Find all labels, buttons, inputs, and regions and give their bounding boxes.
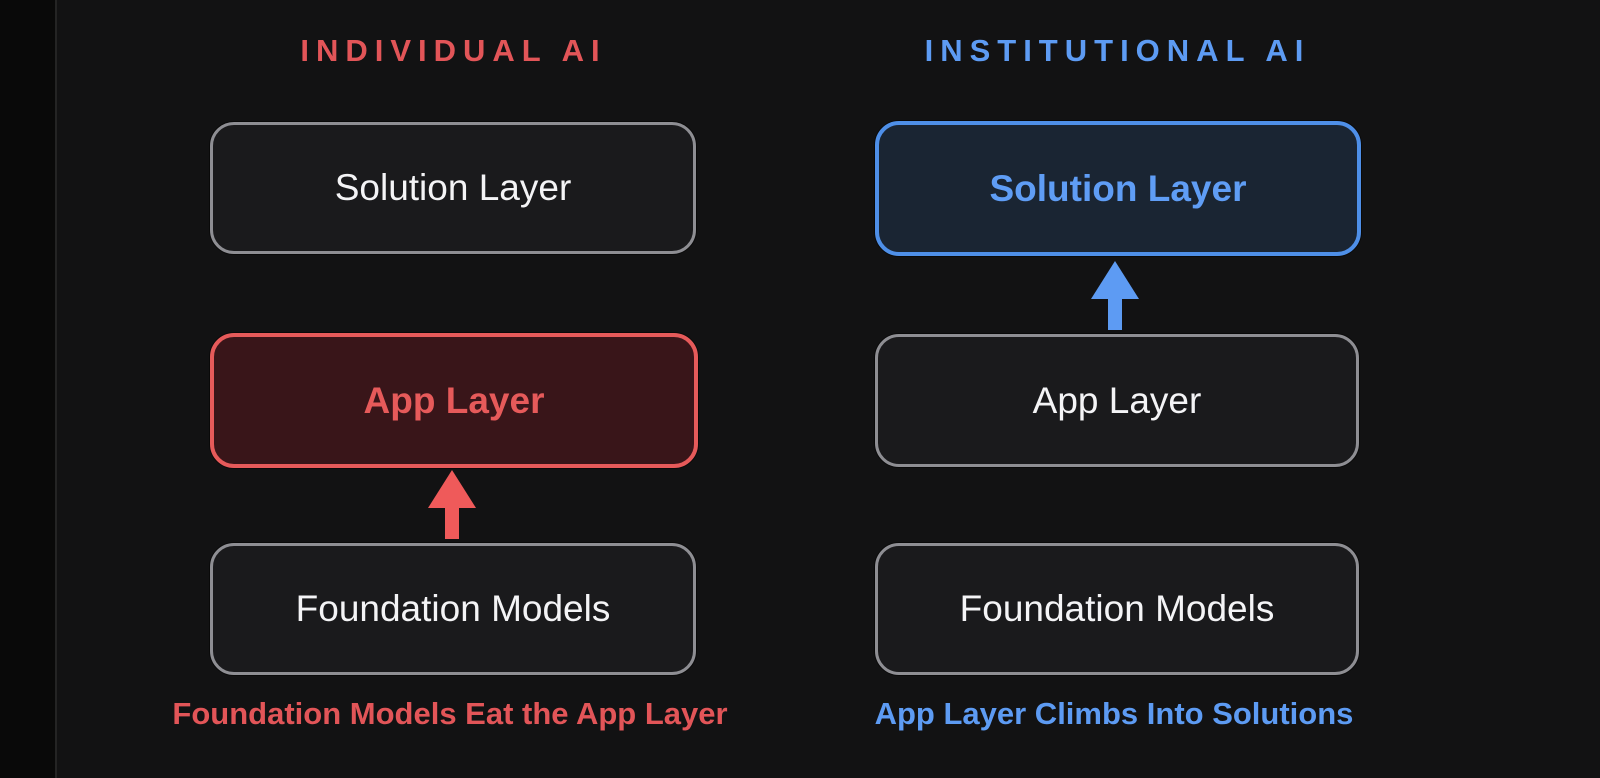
individual-solution-layer-box: Solution Layer bbox=[210, 122, 696, 254]
arrow-head bbox=[428, 470, 476, 508]
institutional-app-layer-box: App Layer bbox=[875, 334, 1359, 467]
institutional-ai-heading: INSTITUTIONAL AI bbox=[924, 33, 1311, 68]
left-edge-strip bbox=[0, 0, 57, 778]
arrow-stem bbox=[1108, 299, 1122, 330]
institutional-foundation-models-box: Foundation Models bbox=[875, 543, 1359, 675]
individual-app-layer-box: App Layer bbox=[210, 333, 698, 468]
individual-ai-heading: INDIVIDUAL AI bbox=[300, 33, 607, 68]
institutional-solution-layer-box: Solution Layer bbox=[875, 121, 1361, 256]
individual-foundation-models-box: Foundation Models bbox=[210, 543, 696, 675]
arrow-stem bbox=[445, 508, 459, 539]
arrow-head bbox=[1091, 261, 1139, 299]
individual-caption: Foundation Models Eat the App Layer bbox=[172, 696, 728, 731]
blue-up-arrow-icon bbox=[1091, 261, 1139, 330]
red-up-arrow-icon bbox=[428, 470, 476, 539]
institutional-caption: App Layer Climbs Into Solutions bbox=[874, 696, 1354, 731]
